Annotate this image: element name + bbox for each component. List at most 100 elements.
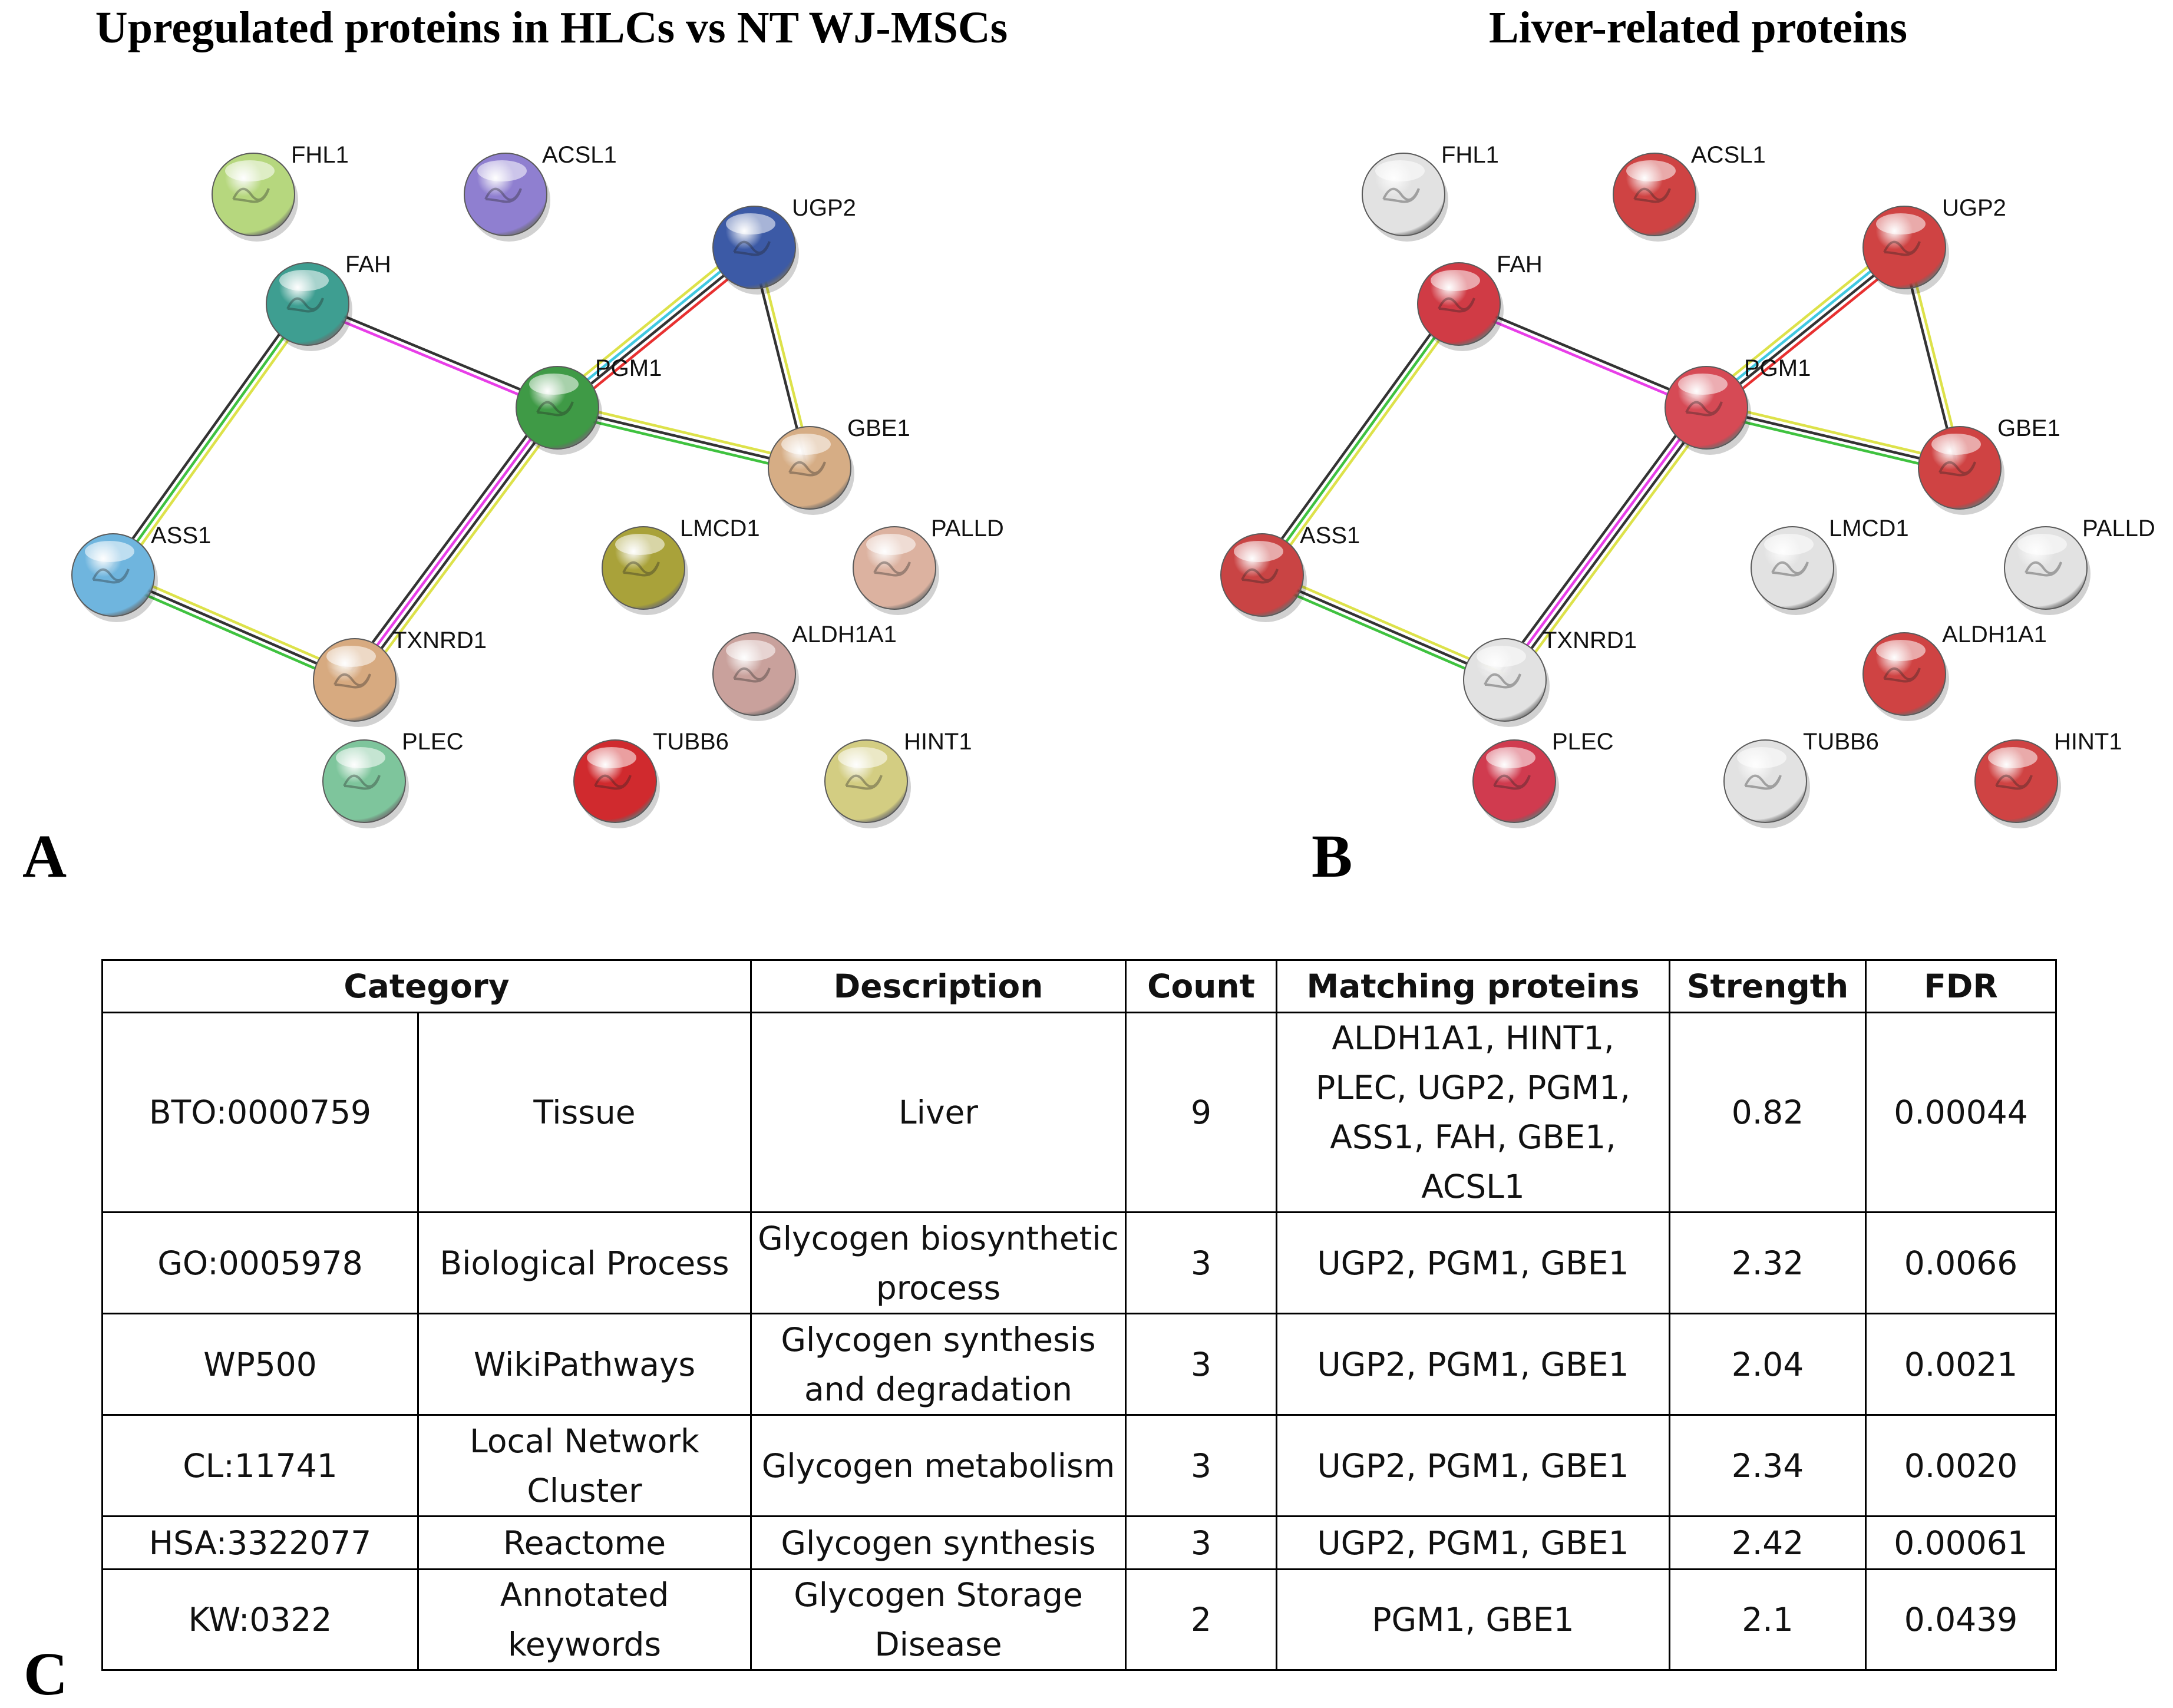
protein-structure-icon [788,461,826,477]
protein-structure-icon [232,187,270,203]
node-label: GBE1 [1997,415,2060,441]
edge-line [107,300,305,573]
node-highlight [1477,646,1526,667]
node-label: TUBB6 [653,729,729,755]
strength: 2.34 [1669,1414,1867,1517]
edge-line [556,411,809,474]
node-label: PLEC [1552,729,1614,755]
node-label: PGM1 [1744,355,1811,381]
edge-line [360,411,565,686]
node-label: TUBB6 [1803,729,1879,755]
node-highlight [336,747,385,768]
protein-structure-icon [1241,568,1279,584]
strength: 2.42 [1669,1515,1867,1570]
node-highlight [225,160,275,181]
node-label: LMCD1 [680,516,760,541]
node-label: ACSL1 [1691,142,1766,168]
edge-line [1707,248,1907,411]
node-acsl1: ACSL1 [1613,142,1766,242]
fdr: 0.00061 [1865,1515,2057,1570]
node-label: UGP2 [792,195,856,221]
panel-b-title: Liver-related proteins [1489,3,1907,52]
node-label: ASS1 [151,523,211,549]
protein-structure-icon [1484,673,1521,689]
protein-structure-icon [1493,774,1531,790]
node-tubb6: TUBB6 [1723,729,1879,828]
protein-structure-icon [845,774,883,790]
edge-line [1710,252,1910,415]
protein-structure-icon [1685,401,1723,417]
node-highlight [1988,747,2037,768]
count: 3 [1125,1313,1277,1416]
node-fhl1: FHL1 [212,142,349,242]
fdr: 0.0439 [1865,1568,2057,1671]
node-aldh1a1: ALDH1A1 [1862,622,2047,721]
node-label: FAH [345,252,391,277]
description: Glycogen metabolism [750,1414,1127,1517]
node-highlight [326,646,376,667]
node-label: ACSL1 [542,142,617,168]
protein-line: PLEC, UGP2, PGM1, [1316,1069,1630,1106]
edge-ass1-txnrd1 [110,569,358,686]
table-row: WP500 WikiPathways Glycogen synthesis an… [101,1313,2057,1416]
fdr: 0.00044 [1865,1012,2057,1213]
edge-line [557,406,810,470]
category: Annotated keywords [417,1568,752,1671]
node-highlight [1931,434,1981,455]
node-plec: PLEC [1472,729,1614,828]
node-highlight [1737,747,1786,768]
col-header-category: Category [101,959,752,1013]
protein-structure-icon [484,187,522,203]
protein-line: ASS1, FAH, GBE1, [1330,1118,1616,1156]
node-highlight [1626,160,1676,181]
protein-structure-icon [1438,297,1475,313]
edge-line [116,306,313,579]
edge-line [1706,406,1960,470]
strength: 0.82 [1669,1012,1867,1213]
edge-pgm1-gbe1 [556,401,811,474]
edge-line [1501,405,1706,679]
node-label: TXNRD1 [1543,627,1637,653]
count: 3 [1125,1515,1277,1570]
node-ass1: ASS1 [1220,523,1360,622]
edge-fah-ass1 [107,300,313,579]
category: Biological Process [417,1211,752,1314]
node-fhl1: FHL1 [1362,142,1499,242]
enrichment-table: Category Description Count Matching prot… [101,959,2057,1671]
protein-line: ALDH1A1, HINT1, [1332,1019,1614,1057]
protein-structure-icon [536,401,574,417]
edge-pgm1-txnrd1 [347,402,565,686]
node-highlight [2017,534,2067,555]
protein-structure-icon [343,774,381,790]
category: Reactome [417,1515,752,1570]
edge-fah-ass1 [1256,300,1465,579]
edge-line [1261,303,1460,576]
protein-structure-icon [1633,187,1671,203]
edge-line [1700,240,1900,403]
protein-structure-icon [1744,774,1782,790]
edge-line [558,248,757,411]
description: Liver [750,1012,1127,1213]
node-label: HINT1 [904,729,972,755]
node-highlight [781,434,831,455]
edge-line [1510,411,1714,686]
protein-structure-icon [1883,667,1921,683]
protein-structure-icon [92,568,130,584]
count: 2 [1125,1568,1277,1671]
panel-a-letter: A [22,822,67,890]
table-row: HSA:3322077 Reactome Glycogen synthesis … [101,1515,2057,1570]
term-id: CL:11741 [101,1414,419,1517]
node-fah: FAH [1417,252,1543,351]
node-gbe1: GBE1 [768,415,910,515]
protein-structure-icon [333,673,371,689]
node-highlight [866,534,916,555]
node-label: FHL1 [291,142,349,168]
node-aldh1a1: ALDH1A1 [712,622,897,721]
edge-line [114,569,358,676]
fdr: 0.0021 [1865,1313,2057,1416]
edge-line [1703,244,1904,407]
table-row: BTO:0000759 Tissue Liver 9 ALDH1A1, HINT… [101,1012,2057,1213]
col-header-count: Count [1125,959,1277,1013]
node-highlight [1678,374,1728,395]
